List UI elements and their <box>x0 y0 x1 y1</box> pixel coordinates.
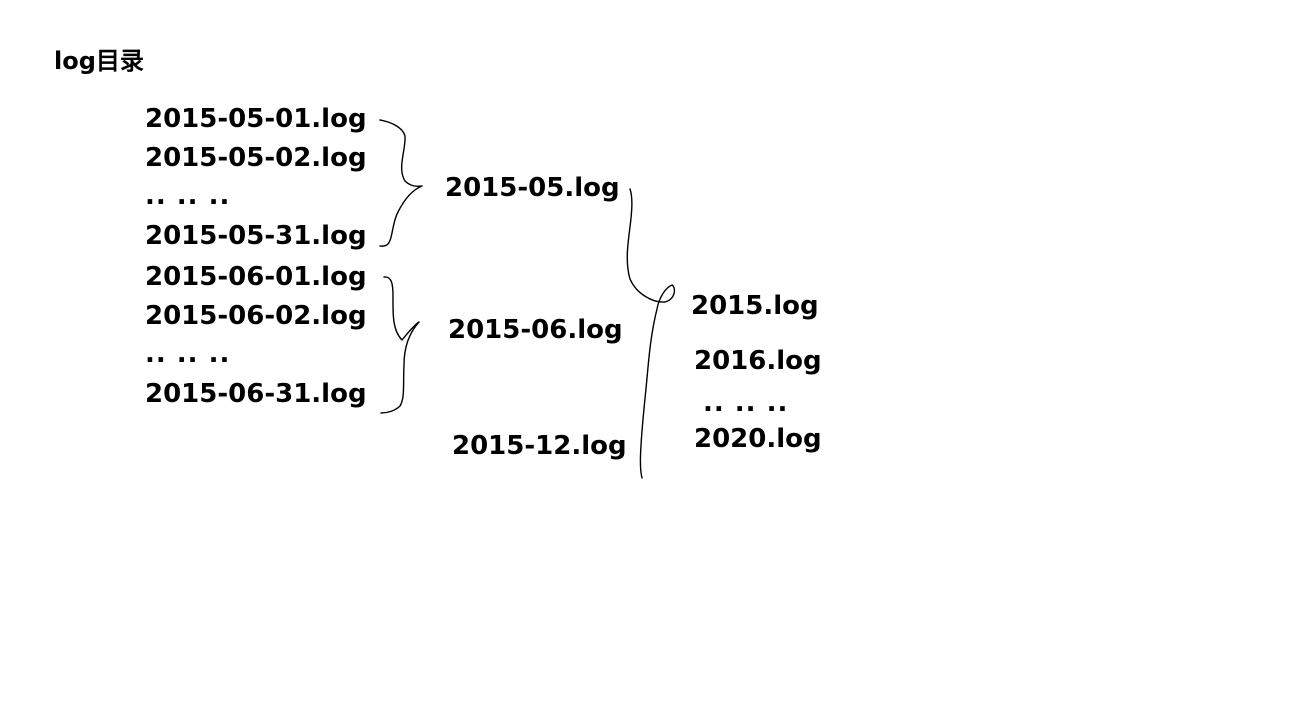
daily-file-june-02: 2015-06-02.log <box>145 301 367 331</box>
monthly-file-2015-12: 2015-12.log <box>452 431 627 461</box>
monthly-file-2015-05: 2015-05.log <box>445 173 620 203</box>
daily-june-ellipsis: .. .. .. <box>145 339 231 369</box>
daily-file-may-01: 2015-05-01.log <box>145 104 367 134</box>
brace-may-to-monthly <box>379 119 423 247</box>
daily-file-may-31: 2015-05-31.log <box>145 221 367 251</box>
yearly-file-2020: 2020.log <box>694 424 822 454</box>
daily-file-may-02: 2015-05-02.log <box>145 143 367 173</box>
brace-months-to-yearly <box>626 188 676 479</box>
daily-file-june-01: 2015-06-01.log <box>145 262 367 292</box>
diagram-title: log目录 <box>54 47 144 75</box>
brace-june-to-monthly <box>380 276 420 414</box>
yearly-file-2015: 2015.log <box>691 291 819 321</box>
yearly-file-2016: 2016.log <box>694 346 822 376</box>
monthly-file-2015-06: 2015-06.log <box>448 315 623 345</box>
daily-may-ellipsis: .. .. .. <box>145 181 231 211</box>
yearly-ellipsis: .. .. .. <box>703 388 789 418</box>
daily-file-june-31: 2015-06-31.log <box>145 379 367 409</box>
